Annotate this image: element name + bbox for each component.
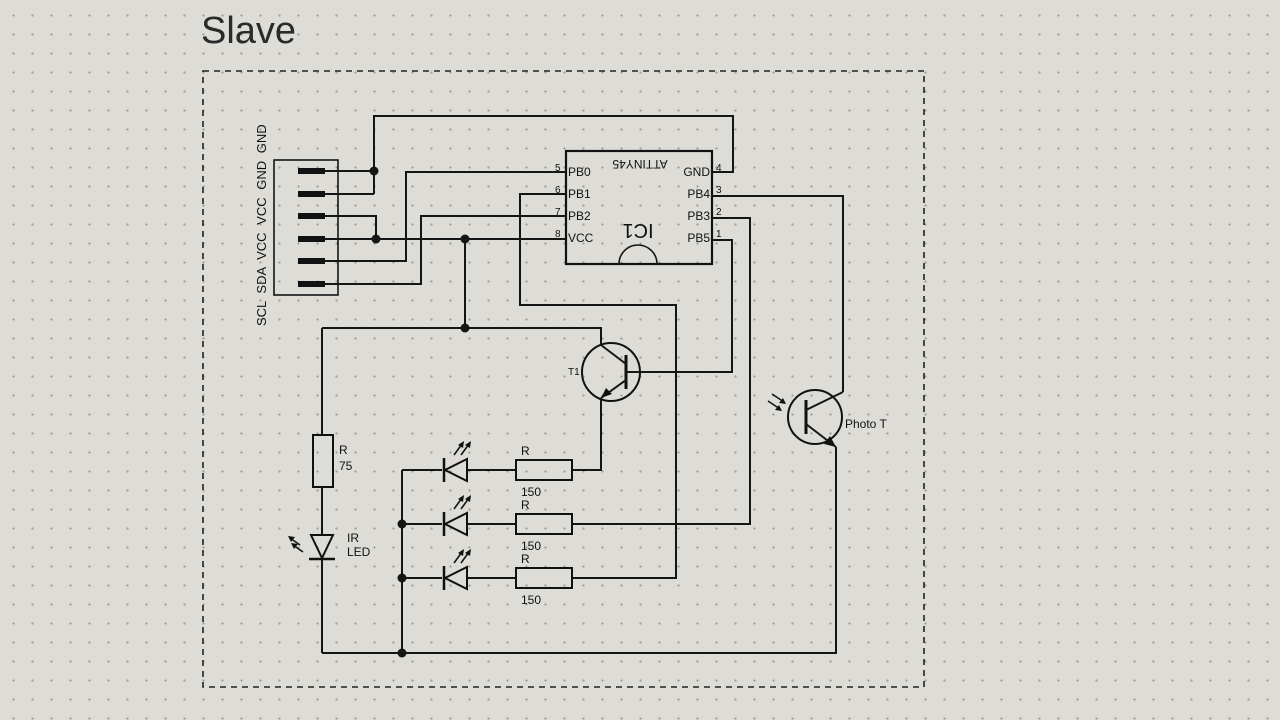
resistor-value: 150 xyxy=(521,593,541,607)
emit-arrows-icon xyxy=(453,441,471,456)
ic-pin-label: GND xyxy=(683,165,710,179)
resistor-name: R xyxy=(521,444,530,458)
ic-pin-number: 7 xyxy=(555,207,561,218)
resistor-value: 75 xyxy=(339,459,353,473)
resistor-name: R xyxy=(339,443,348,457)
wires xyxy=(321,115,844,654)
ic-pin-number: 8 xyxy=(555,229,561,240)
resistor-150-3: R 150 xyxy=(515,552,573,607)
emit-arrows-icon xyxy=(453,549,471,564)
ic-pin-label: PB2 xyxy=(568,209,591,223)
photo-t-label: Photo T xyxy=(845,417,887,431)
resistor-name: R xyxy=(521,552,530,566)
emit-arrows-icon xyxy=(453,495,471,510)
ic-part: ATTINY45 xyxy=(612,157,667,171)
ic-pin-number: 3 xyxy=(716,185,722,196)
led-2 xyxy=(442,495,471,537)
connector-pin-label: VCC xyxy=(254,197,269,224)
ic-pin-label: PB3 xyxy=(687,209,710,223)
phototransistor: Photo T xyxy=(767,389,887,448)
transistor-t1: T1 xyxy=(568,342,641,402)
ic-pin-number: 1 xyxy=(716,229,722,240)
t1-label: T1 xyxy=(568,367,580,378)
ic-pin-label: PB1 xyxy=(568,187,591,201)
connector-pin-label: GND xyxy=(254,161,269,190)
ic-pin-number: 5 xyxy=(555,163,561,174)
ic-name: IC1 xyxy=(622,219,653,241)
slave-frame xyxy=(202,70,925,688)
connector-pin-label: GND xyxy=(254,124,269,153)
ic-pin-label: PB0 xyxy=(568,165,591,179)
emit-arrows-icon xyxy=(288,536,304,553)
ic-pin-label: PB4 xyxy=(687,187,710,201)
ic-pin-number: 4 xyxy=(716,163,722,174)
resistor-value: 150 xyxy=(521,539,541,553)
ir-led: IR LED xyxy=(288,531,371,561)
resistor-value: 150 xyxy=(521,485,541,499)
ic-pin-number: 2 xyxy=(716,207,722,218)
header-connector: SCL SDA VCC VCC GND GND xyxy=(254,124,339,326)
resistor-name: R xyxy=(521,498,530,512)
resistor-150-2: R 150 xyxy=(515,498,573,553)
led-3 xyxy=(442,549,471,591)
ic-pin-label: VCC xyxy=(568,231,594,245)
ic-pin-label: PB5 xyxy=(687,231,710,245)
resistor-150-1: R 150 xyxy=(515,444,573,499)
ir-led-label: LED xyxy=(347,545,371,559)
junction-dots xyxy=(369,166,470,658)
connector-pin-label: SCL xyxy=(254,301,269,326)
resistor-75: R 75 xyxy=(312,434,353,488)
sheet-title: Slave xyxy=(201,10,297,52)
svg-text:SCL SDA VCC: SCL SDA VCC VCC GND GND xyxy=(254,124,269,326)
ic-attiny45: IC1 ATTINY45 PB0 PB1 PB2 VCC 5 6 7 8 GND… xyxy=(555,149,722,266)
ic-pin-number: 6 xyxy=(555,185,561,196)
light-arrows-icon xyxy=(767,393,786,411)
connector-pin-label: VCC xyxy=(254,232,269,259)
led-1 xyxy=(442,441,471,483)
connector-pin-label: SDA xyxy=(254,267,269,294)
ir-led-label: IR xyxy=(347,531,359,545)
